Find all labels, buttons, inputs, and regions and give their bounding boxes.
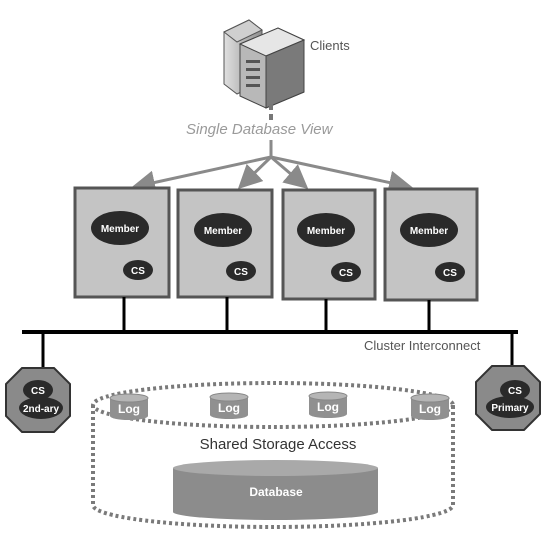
cs-secondary-top: CS	[31, 386, 45, 397]
cs-primary-node: CS Primary	[475, 365, 541, 431]
member-links	[122, 297, 431, 332]
log-label: Log	[419, 402, 441, 416]
clients-server-icon	[223, 19, 306, 109]
view-label: Single Database View	[186, 121, 334, 138]
cluster-interconnect-bus	[22, 330, 518, 334]
database-label: Database	[249, 485, 303, 499]
shared-storage	[91, 381, 455, 529]
member-node: Member CS	[383, 187, 479, 302]
fanout-arrows	[131, 140, 413, 195]
member-label: Member	[101, 224, 139, 235]
member-node: Member CS	[73, 186, 171, 299]
log-label: Log	[317, 400, 339, 414]
log-disk: Log	[209, 392, 249, 419]
clients-label: Clients	[310, 38, 350, 53]
interconnect-label: Cluster Interconnect	[364, 338, 481, 353]
log-disk: Log	[109, 393, 149, 420]
member-cs-label: CS	[443, 268, 457, 279]
log-disk: Log	[410, 393, 450, 420]
member-label: Member	[307, 226, 345, 237]
member-cs-label: CS	[234, 267, 248, 278]
member-cs-label: CS	[131, 266, 145, 277]
database-disk: Database	[173, 460, 378, 520]
cs-primary-top: CS	[508, 386, 522, 397]
member-label: Member	[204, 226, 242, 237]
log-label: Log	[118, 402, 140, 416]
member-node: Member CS	[176, 188, 274, 299]
cs-secondary-node: CS 2nd-ary	[5, 367, 71, 433]
member-node: Member CS	[281, 188, 377, 301]
log-disk: Log	[308, 391, 348, 418]
shared-storage-label: Shared Storage Access	[200, 436, 357, 453]
member-cs-label: CS	[339, 268, 353, 279]
member-label: Member	[410, 226, 448, 237]
cs-primary-bottom: Primary	[491, 403, 529, 414]
log-label: Log	[218, 401, 240, 415]
cs-secondary-bottom: 2nd-ary	[23, 404, 60, 415]
